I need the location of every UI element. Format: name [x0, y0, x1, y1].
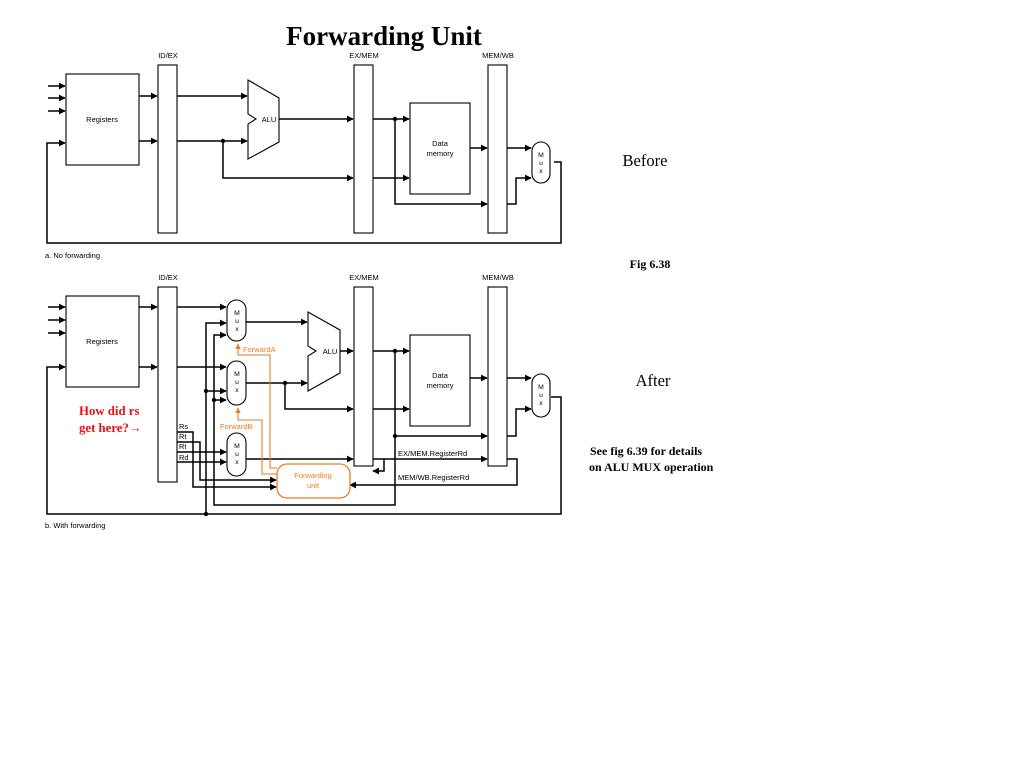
alu-label-b: ALU [323, 347, 338, 356]
registers-label-b: Registers [86, 337, 118, 346]
svg-text:x: x [235, 459, 239, 466]
ex-mem-register-b [353, 286, 374, 467]
ex-mem-label: EX/MEM [349, 51, 379, 60]
caption-with-forwarding: b. With forwarding [45, 521, 105, 530]
after-label: After [636, 371, 671, 390]
before-label: Before [623, 151, 668, 170]
forwarding-unit-label-2: unit [307, 481, 320, 490]
data-memory-label-b-1: Data [432, 371, 449, 380]
field-rd: Rd [179, 453, 189, 462]
mem-wb-register-b [487, 286, 508, 467]
question-line-2: get here?→ [79, 421, 142, 435]
field-rt-2: Rt [179, 442, 187, 451]
forward-b-label: ForwardB [220, 422, 253, 431]
id-ex-label: ID/EX [158, 51, 178, 60]
id-ex-register [157, 64, 178, 234]
svg-text:u: u [539, 160, 543, 167]
field-rs: Rs [179, 422, 188, 431]
data-memory-label-2: memory [426, 149, 453, 158]
svg-text:u: u [235, 451, 239, 458]
ex-mem-register [353, 64, 374, 234]
registers-block-b [65, 295, 140, 388]
ex-mem-label-b: EX/MEM [349, 273, 379, 282]
mem-wb-register [487, 64, 508, 234]
see-fig-line-2: on ALU MUX operation [589, 460, 714, 474]
svg-text:M: M [538, 384, 544, 391]
svg-text:x: x [235, 326, 239, 333]
dest-reg-mux [226, 432, 247, 477]
id-ex-register-b [157, 286, 178, 483]
forwarding-unit-block [276, 463, 351, 499]
forward-a-label: ForwardA [243, 345, 276, 354]
data-memory-label-b-2: memory [426, 381, 453, 390]
svg-text:M: M [538, 152, 544, 159]
memwb-registerrd-label: MEM/WB.RegisterRd [398, 473, 469, 482]
exmem-registerrd-label: EX/MEM.RegisterRd [398, 449, 467, 458]
mem-wb-label: MEM/WB [482, 51, 514, 60]
svg-text:x: x [539, 168, 543, 175]
mem-wb-label-b: MEM/WB [482, 273, 514, 282]
data-memory-block [409, 102, 471, 195]
registers-label: Registers [86, 115, 118, 124]
svg-text:x: x [235, 387, 239, 394]
alu-block [247, 79, 280, 160]
data-memory-block-b [409, 334, 471, 427]
question-line-1: How did rs [79, 404, 139, 418]
svg-text:x: x [539, 400, 543, 407]
slide-title: Forwarding Unit [286, 21, 482, 51]
svg-text:M: M [234, 310, 240, 317]
forwarding-unit-label-1: Forwarding [294, 471, 332, 480]
id-ex-label-b: ID/EX [158, 273, 178, 282]
registers-block [65, 73, 140, 166]
alu-block-b [307, 311, 341, 392]
alu-label: ALU [262, 115, 277, 124]
svg-text:u: u [539, 392, 543, 399]
svg-text:u: u [235, 379, 239, 386]
field-rt-1: Rt [179, 432, 187, 441]
data-memory-label-1: Data [432, 139, 449, 148]
writeback-mux-b [531, 373, 551, 418]
diagram-with-forwarding: Registers ID/EX Rs Rt Rt Rd M u x M u x … [45, 273, 562, 530]
writeback-mux [531, 141, 551, 184]
forward-a-mux [226, 299, 247, 342]
diagram-no-forwarding: Registers ID/EX ALU EX/MEM Data memory [45, 51, 562, 260]
fig-label: Fig 6.38 [630, 257, 671, 271]
caption-no-forwarding: a. No forwarding [45, 251, 100, 260]
see-fig-line-1: See fig 6.39 for details [590, 444, 702, 458]
svg-text:u: u [235, 318, 239, 325]
forwarding-unit-slide: Forwarding Unit Before Fig 6.38 After Se… [45, 21, 714, 530]
svg-text:M: M [234, 443, 240, 450]
svg-text:M: M [234, 371, 240, 378]
